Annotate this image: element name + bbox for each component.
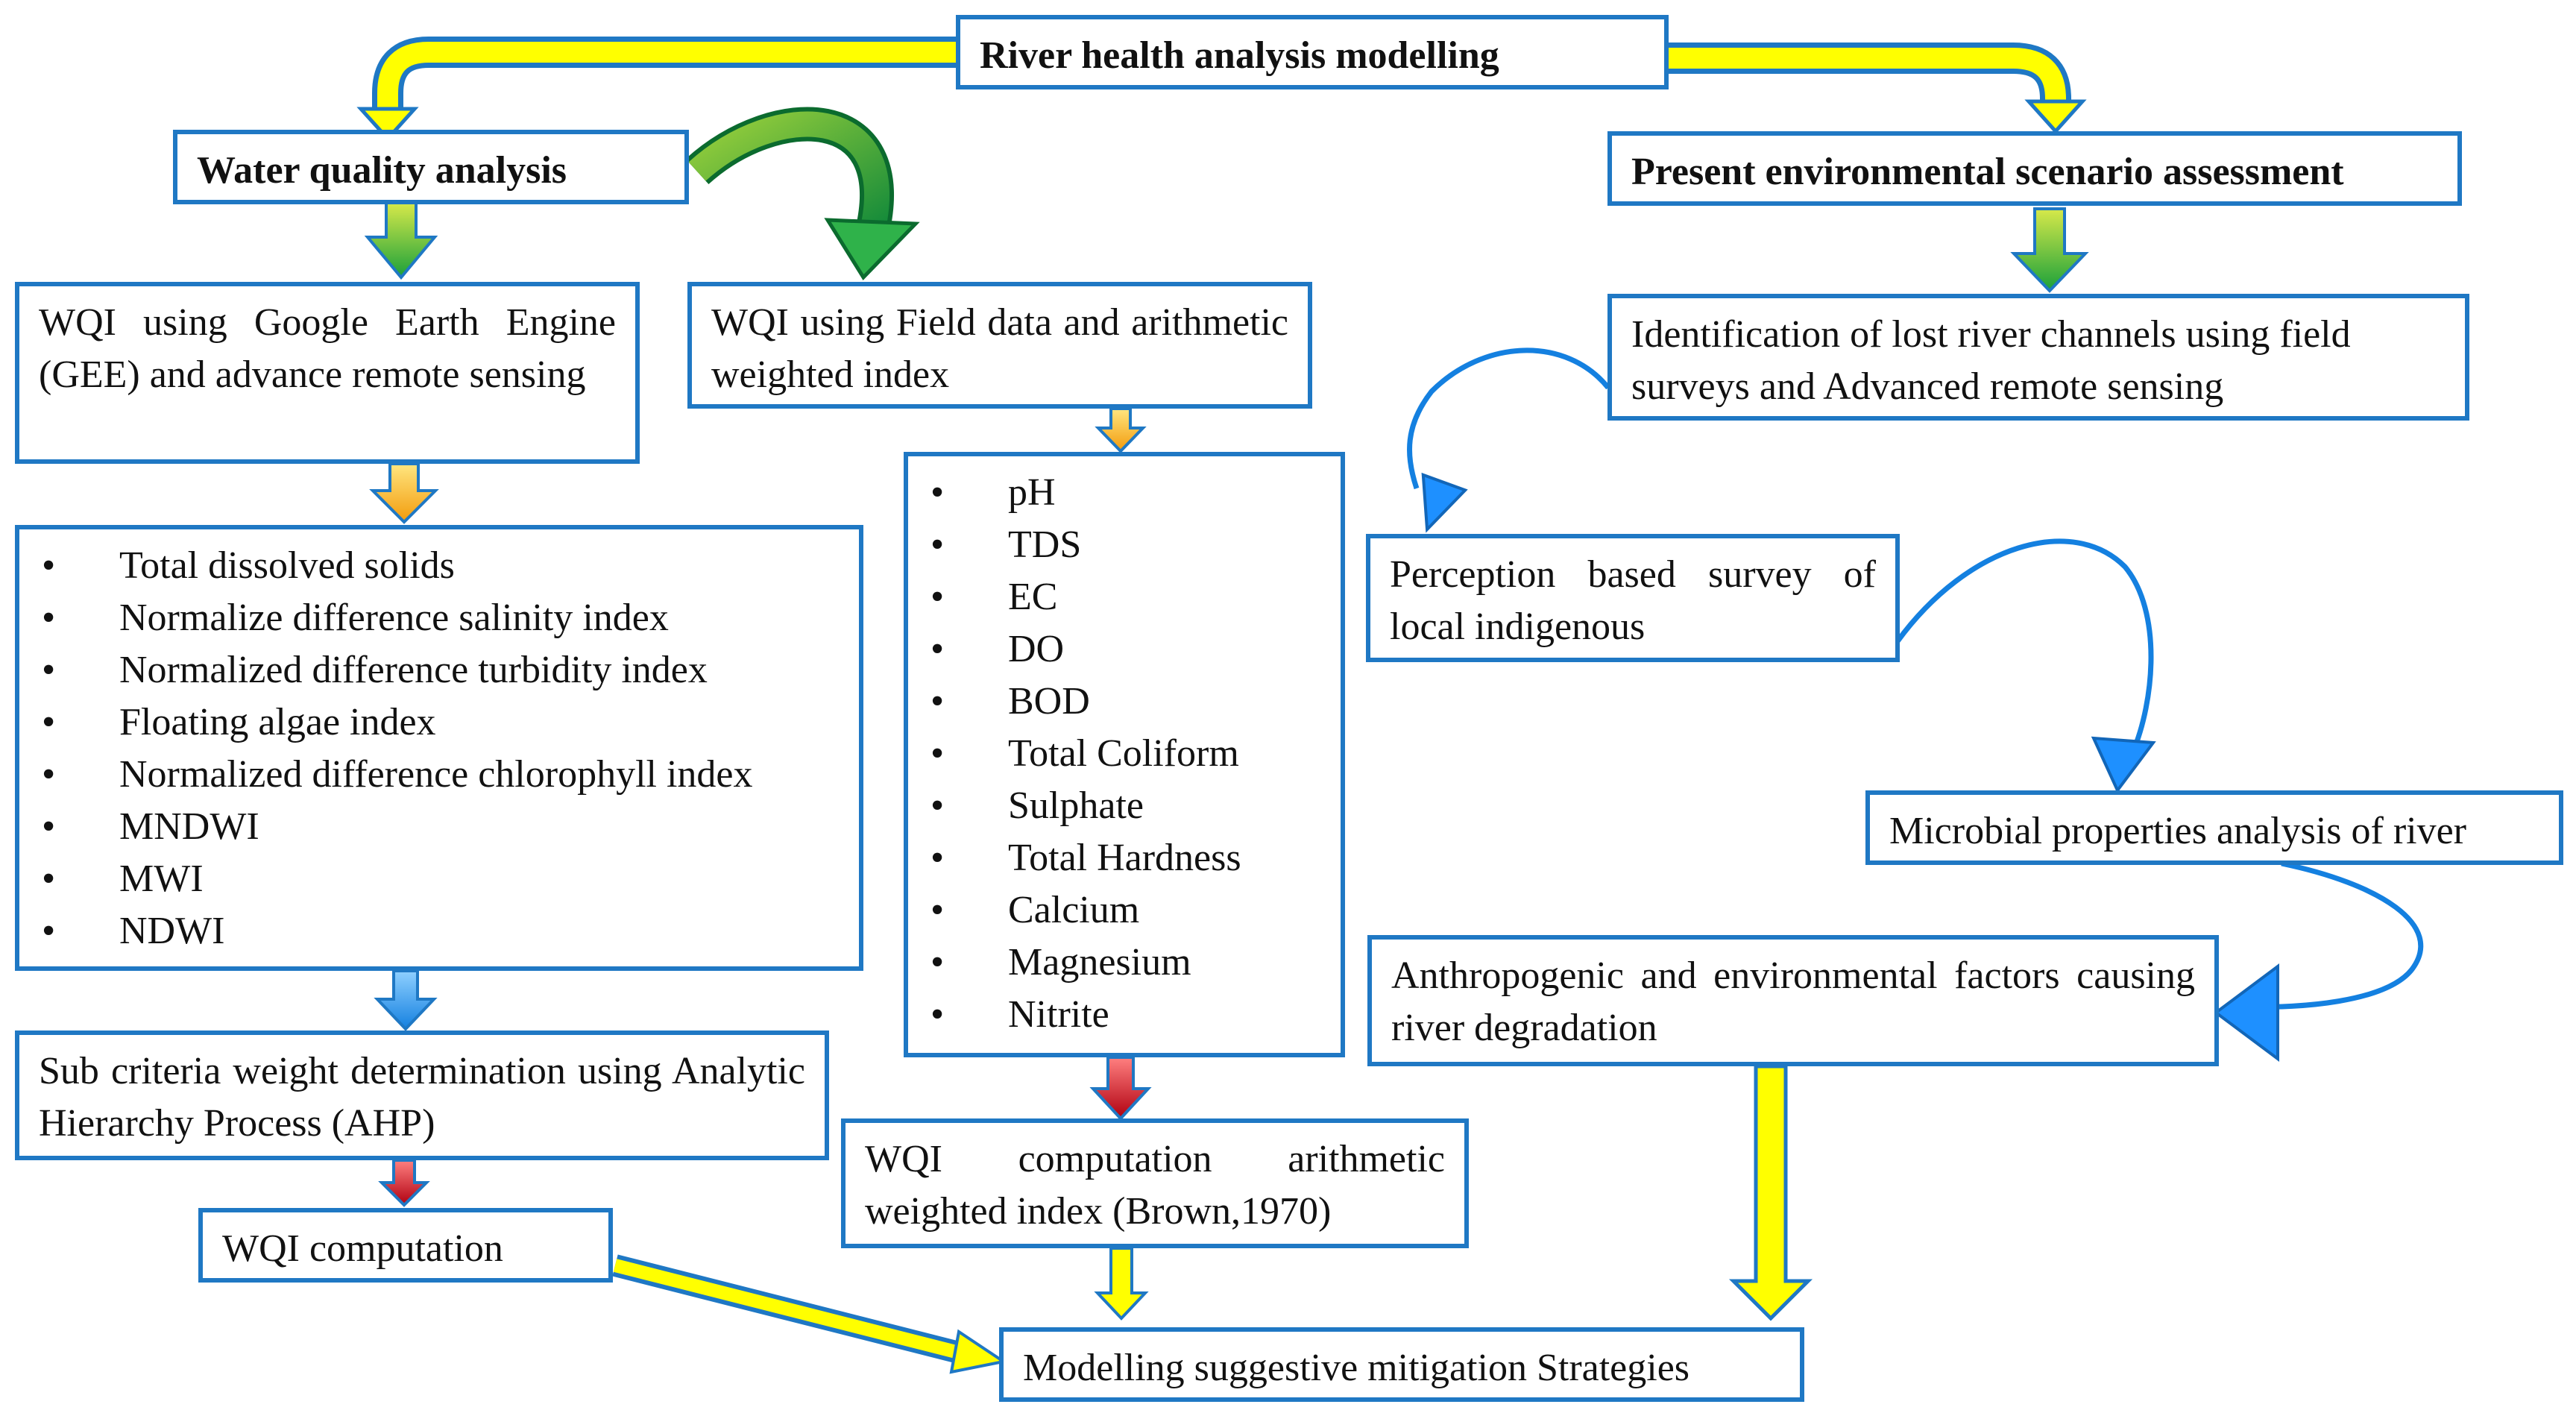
arrow-water-quality-to-gee	[364, 201, 438, 280]
gee-index-item: Normalized difference turbidity index	[39, 644, 840, 696]
field-parameter-item: DO	[928, 623, 1321, 676]
field-parameter-item: Total Hardness	[928, 832, 1321, 884]
field-parameter-item: EC	[928, 571, 1321, 623]
arrow-env-to-lost-channels	[2010, 207, 2089, 293]
gee-index-item: Floating algae index	[39, 696, 840, 749]
node-root: River health analysis modelling	[956, 15, 1669, 89]
field-parameter-item: Total Coliform	[928, 728, 1321, 780]
arrow-root-to-water-quality	[356, 37, 958, 142]
arrow-anthropogenic-to-mitigation	[1728, 1064, 1813, 1321]
gee-index-item: Total dissolved solids	[39, 540, 840, 592]
field-parameter-item: TDS	[928, 519, 1321, 571]
gee-indices-list: Total dissolved solidsNormalize differen…	[39, 540, 840, 957]
gee-index-item: Normalize difference salinity index	[39, 592, 840, 644]
node-wqi-gee: WQI using Google Earth Engine (GEE) and …	[15, 282, 640, 464]
arrow-field-to-parameters	[1095, 407, 1147, 453]
node-water-quality: Water quality analysis	[173, 130, 689, 204]
field-parameter-item: Magnesium	[928, 937, 1321, 989]
arrow-perception-to-microbial	[1895, 538, 2156, 793]
gee-index-item: MWI	[39, 853, 840, 905]
gee-index-item: MNDWI	[39, 801, 840, 853]
node-perception-survey: Perception based survey of local indigen…	[1366, 534, 1900, 662]
arrow-gee-to-indices	[369, 462, 439, 524]
arrow-root-to-env-assessment	[1669, 43, 2087, 134]
field-parameter-item: Sulphate	[928, 780, 1321, 832]
arrow-arithmetic-to-mitigation	[1094, 1247, 1149, 1321]
arrow-sub-criteria-to-wqi	[378, 1159, 430, 1207]
gee-index-item: Normalized difference chlorophyll index	[39, 749, 840, 801]
arrow-wqi-to-mitigation	[612, 1254, 1008, 1374]
node-mitigation: Modelling suggestive mitigation Strategi…	[999, 1327, 1804, 1402]
node-wqi-field: WQI using Field data and arithmetic weig…	[687, 282, 1312, 409]
arrow-water-quality-to-field-wqi	[685, 107, 920, 281]
field-parameter-item: pH	[928, 467, 1321, 519]
node-microbial: Microbial properties analysis of river	[1865, 790, 2563, 865]
node-sub-criteria: Sub criteria weight determination using …	[15, 1030, 829, 1160]
field-parameters-list: pHTDSECDOBODTotal ColiformSulphateTotal …	[928, 467, 1321, 1041]
arrow-lost-channels-to-perception	[1406, 347, 1610, 533]
field-parameter-item: Calcium	[928, 884, 1321, 937]
node-field-parameters: pHTDSECDOBODTotal ColiformSulphateTotal …	[904, 452, 1345, 1057]
arrow-microbial-to-anthropogenic	[2213, 860, 2424, 1062]
node-wqi-computation: WQI computation	[198, 1208, 613, 1283]
gee-index-item: NDWI	[39, 905, 840, 957]
node-gee-indices: Total dissolved solidsNormalize differen…	[15, 525, 863, 971]
node-env-assessment: Present environmental scenario assessmen…	[1607, 131, 2462, 206]
arrow-parameters-to-arithmetic	[1089, 1056, 1152, 1121]
field-parameter-item: Nitrite	[928, 989, 1321, 1041]
arrow-indices-to-sub-criteria	[374, 969, 438, 1031]
node-lost-channels: Identification of lost river channels us…	[1607, 294, 2469, 421]
node-anthropogenic: Anthropogenic and environmental factors …	[1367, 935, 2219, 1066]
field-parameter-item: BOD	[928, 676, 1321, 728]
node-wqi-arithmetic: WQI computation arithmetic weighted inde…	[841, 1118, 1469, 1248]
